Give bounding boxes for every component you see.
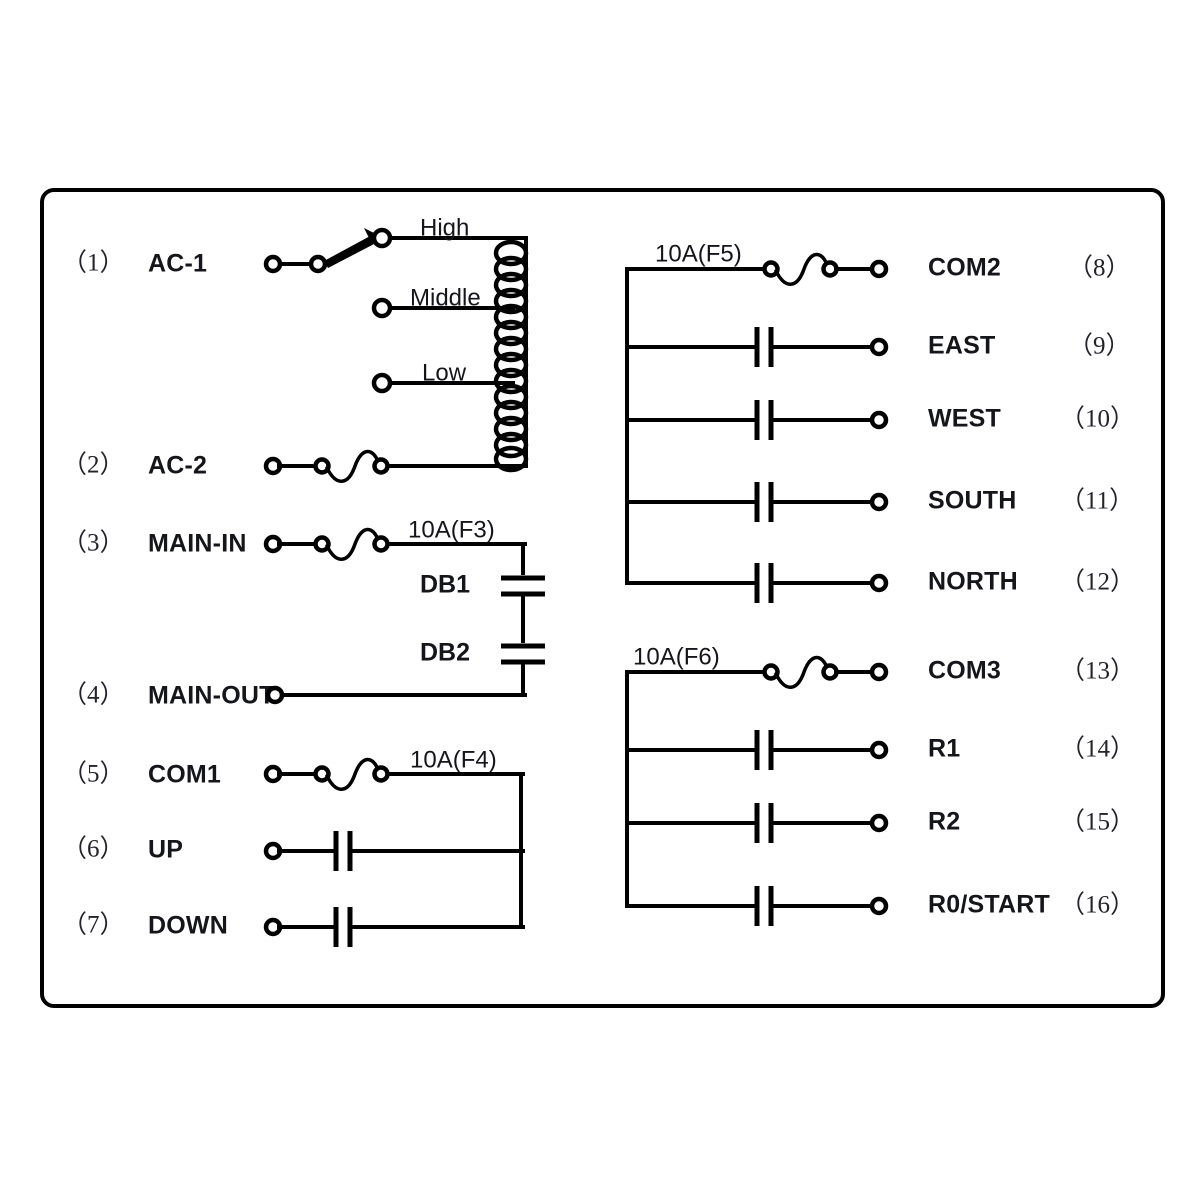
fuse-cap-left-f6 — [762, 663, 780, 681]
device-label-db2: DB2 — [420, 639, 470, 667]
fuse-cap-right-f3 — [372, 535, 390, 553]
fuse-cap-left-f4 — [313, 765, 331, 783]
terminal-point-r2 — [869, 813, 889, 833]
circuit-ac1-selector — [263, 228, 384, 274]
coil-turn-3 — [493, 271, 529, 299]
terminal-point-ac-1 — [263, 254, 283, 274]
terminal-label-r1: R1 — [928, 735, 960, 763]
terminal-label-main-in: MAIN-IN — [148, 530, 247, 558]
terminal-point-main-out — [265, 685, 285, 705]
terminal-number-7: （7） — [62, 911, 125, 939]
terminal-point-r0-start — [869, 896, 889, 916]
right-terminal-numbers: （8） （9） （10） （11） （12） （13） （14） （15） （1… — [1060, 254, 1135, 919]
terminal-number-5: （5） — [62, 760, 125, 788]
terminal-point-east — [869, 337, 889, 357]
fuse-coil-f6 — [774, 655, 830, 689]
fuse-label-f3: 10A(F3) — [408, 516, 495, 543]
coil-turn-4 — [493, 287, 529, 315]
tap-label-middle: Middle — [410, 284, 481, 311]
coil-turn-11 — [493, 399, 529, 427]
circuit-ac2 — [263, 449, 518, 483]
tap-label-high: High — [420, 214, 469, 241]
terminal-label-ac-2: AC-2 — [148, 452, 207, 480]
tap-label-low: Low — [422, 359, 467, 386]
device-label-db1: DB1 — [420, 571, 470, 599]
terminal-label-com1: COM1 — [148, 761, 221, 789]
terminal-number-1: （1） — [62, 249, 125, 277]
fuse-label-f4: 10A(F4) — [410, 746, 497, 773]
fuse-coil-f4 — [325, 757, 381, 791]
terminal-point-com2 — [869, 259, 889, 279]
fuse-cap-left-f5 — [762, 260, 780, 278]
terminal-label-up: UP — [148, 836, 183, 864]
circuit-com2-group: 10A(F5) — [625, 240, 889, 603]
terminal-label-com2: COM2 — [928, 254, 1001, 282]
coil-turn-8 — [493, 351, 529, 379]
terminal-number-10: （10） — [1060, 405, 1135, 433]
fuse-cap-left-f3 — [313, 535, 331, 553]
coil-turn-5 — [493, 303, 529, 331]
circuit-com3-group: 10A(F6) — [625, 643, 889, 926]
terminal-label-main-out: MAIN-OUT — [148, 682, 275, 710]
left-terminal-labels: AC-1 AC-2 MAIN-IN MAIN-OUT COM1 UP DOWN — [148, 250, 275, 940]
coil-turn-1 — [493, 239, 529, 267]
terminal-point-north — [869, 573, 889, 593]
terminal-point-com3 — [869, 662, 889, 682]
terminal-number-6: （6） — [62, 835, 125, 863]
tap-terminal-low — [371, 372, 393, 394]
terminal-label-com3: COM3 — [928, 657, 1001, 685]
terminal-label-r2: R2 — [928, 808, 960, 836]
terminal-point-west — [869, 410, 889, 430]
fuse-cap-left-ac2 — [313, 457, 331, 475]
terminal-label-north: NORTH — [928, 568, 1018, 596]
fuse-label-f5: 10A(F5) — [655, 240, 742, 267]
terminal-label-down: DOWN — [148, 912, 228, 940]
fuse-coil-f3 — [325, 527, 381, 561]
fuse-cap-right-ac2 — [372, 457, 390, 475]
fuse-coil-f5 — [774, 252, 830, 286]
coil-turn-2 — [493, 255, 529, 283]
terminal-point-south — [869, 492, 889, 512]
right-terminal-labels: COM2 EAST WEST SOUTH NORTH COM3 R1 R2 R0… — [928, 254, 1050, 919]
switch-pivot-ac-1 — [308, 254, 328, 274]
terminal-number-12: （12） — [1060, 568, 1135, 596]
tap-terminal-high — [371, 227, 393, 249]
terminal-number-9: （9） — [1068, 332, 1131, 360]
terminal-number-13: （13） — [1060, 657, 1135, 685]
transformer-winding-icon — [493, 236, 529, 473]
transformer-taps: High Middle Low — [371, 214, 515, 394]
coil-turn-14 — [493, 445, 529, 473]
coil-turn-7 — [493, 335, 529, 363]
fuse-coil-ac2 — [325, 449, 381, 483]
circuit-com1-group: 10A(F4) — [263, 746, 525, 947]
coil-turn-6 — [493, 319, 529, 347]
terminal-number-3: （3） — [62, 529, 125, 557]
coil-turn-12 — [493, 415, 529, 443]
left-terminal-numbers: （1） （2） （3） （4） （5） （6） （7） — [62, 249, 125, 939]
circuit-main: 10A(F3) DB1 DB2 — [263, 516, 545, 705]
terminal-number-11: （11） — [1060, 487, 1134, 515]
diagram-frame — [40, 188, 1165, 1008]
terminal-number-4: （4） — [62, 681, 125, 709]
tap-terminal-middle — [371, 297, 393, 319]
terminal-number-14: （14） — [1060, 735, 1135, 763]
coil-turn-9 — [493, 367, 529, 395]
fuse-cap-right-f4 — [372, 765, 390, 783]
terminal-label-ac-1: AC-1 — [148, 250, 207, 278]
switch-blade-ac-1 — [324, 235, 376, 268]
terminal-label-south: SOUTH — [928, 487, 1017, 515]
terminal-label-west: WEST — [928, 405, 1001, 433]
coil-turn-10 — [493, 383, 529, 411]
terminal-point-r1 — [869, 740, 889, 760]
terminal-number-15: （15） — [1060, 808, 1135, 836]
terminal-label-r0-start: R0/START — [928, 891, 1050, 919]
terminal-number-16: （16） — [1060, 891, 1135, 919]
terminal-number-2: （2） — [62, 451, 125, 479]
terminal-number-8: （8） — [1068, 254, 1131, 282]
terminal-label-east: EAST — [928, 332, 995, 360]
coil-turn-13 — [493, 431, 529, 459]
fuse-label-f6: 10A(F6) — [633, 643, 720, 670]
